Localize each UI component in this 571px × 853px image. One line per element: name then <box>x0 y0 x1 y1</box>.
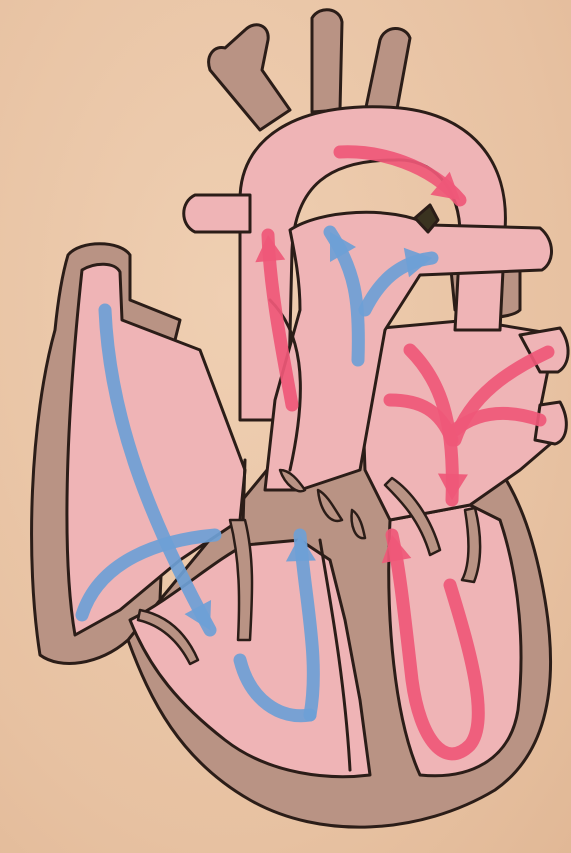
left-carotid-branch <box>312 10 342 112</box>
brachiocephalic-branch <box>209 25 290 130</box>
left-pulmonary-artery <box>184 195 250 232</box>
